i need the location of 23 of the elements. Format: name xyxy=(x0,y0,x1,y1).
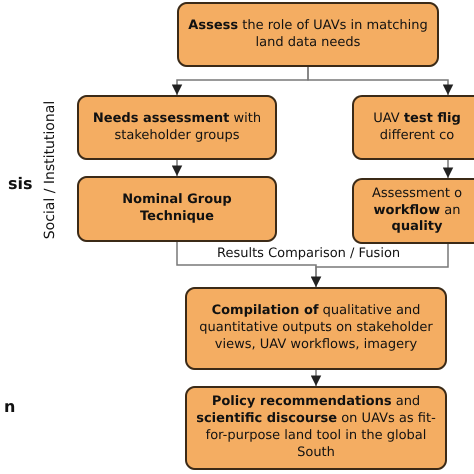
arrow xyxy=(442,160,454,178)
process-box xyxy=(185,287,447,370)
side-label: sis xyxy=(8,174,33,193)
arrow xyxy=(307,67,454,95)
edge-label: Results Comparison / Fusion xyxy=(215,246,402,261)
arrow xyxy=(310,244,449,287)
box-text: Assessment o workflow an quality xyxy=(370,186,464,236)
box-text: Needs assessment with stakeholder groups xyxy=(92,110,262,144)
process-box xyxy=(352,178,474,244)
side-label: n xyxy=(4,397,16,416)
process-box xyxy=(185,386,447,470)
process-box xyxy=(177,2,439,67)
arrow xyxy=(172,160,182,176)
axis-label: Social / Institutional xyxy=(42,100,58,242)
box-text: UAV test flig different co xyxy=(372,110,462,144)
box-text: Assess the role of UAVs in matching land data needs xyxy=(187,18,429,52)
process-box xyxy=(352,95,474,160)
box-text: Compilation of qualitative and quantitative outputs on stakeholder views, UAV workflows, imagery xyxy=(198,303,434,354)
process-box xyxy=(77,95,277,160)
box-text: Policy recommendations and scientific discourse on UAVs as fit-for-purpose land tool in the global South xyxy=(195,394,437,462)
box-text: Nominal Group Technique xyxy=(121,192,233,226)
arrow xyxy=(310,370,322,386)
process-box xyxy=(77,176,277,242)
